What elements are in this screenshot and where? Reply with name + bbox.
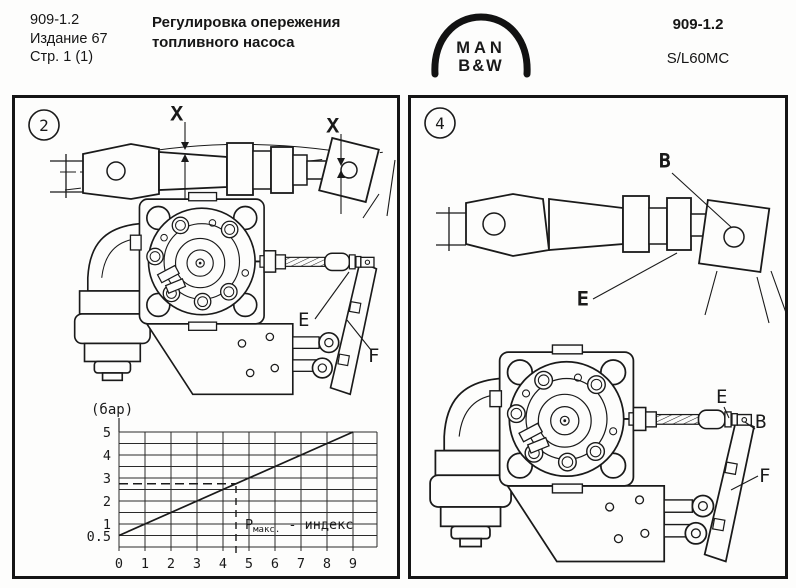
x-tick: 2 — [167, 556, 175, 572]
y-tick: 2 — [103, 494, 111, 510]
y-tick: 5 — [103, 425, 111, 441]
figure-2-drawing: 2 X — [28, 103, 396, 572]
header-right-block: 909-1.2 S/L60MC — [638, 16, 758, 67]
part-label-b-top: B — [659, 150, 670, 172]
figure-4-drawing: 4 B E — [424, 107, 790, 563]
fuel-pump-drawing — [429, 343, 756, 563]
logo-arc-icon — [431, 13, 531, 78]
linkage-rod-drawing: X X — [50, 103, 396, 219]
fuel-pump-drawing — [73, 191, 378, 396]
engine-type: S/L60MC — [666, 50, 730, 67]
x-tick: 1 — [141, 556, 149, 572]
y-tick: 4 — [103, 448, 111, 464]
page-title-line1: Регулировка опережения — [152, 14, 341, 31]
x-tick: 6 — [271, 556, 279, 572]
logo-text-bw: B&W — [458, 57, 503, 75]
chart-annotation: Pмакс. - индекс — [245, 517, 353, 535]
figure-number-2: 2 — [39, 116, 49, 135]
page-indicator: Стр. 1 (1) — [30, 49, 94, 65]
figure-number-badge-4: 4 — [424, 107, 456, 139]
figure-panel-4: 4 B E — [408, 95, 790, 579]
page-title-line2: топливного насоса — [152, 33, 295, 51]
figure-number-badge-2: 2 — [28, 109, 60, 141]
header-left-block: 909-1.2 Издание 67 Стр. 1 (1) — [30, 11, 108, 67]
x-tick: 0 — [115, 556, 123, 572]
figure-number-4: 4 — [435, 114, 445, 133]
part-label-e-top: E — [577, 288, 588, 310]
part-label-b: B — [755, 411, 766, 433]
dim-label-x2: X — [327, 115, 339, 137]
page-title: Регулировка опережения топливного насоса — [152, 13, 340, 52]
part-labels-2: E F — [298, 271, 379, 367]
chart-x-ticks: 0 1 2 3 4 5 6 7 8 9 — [115, 556, 357, 572]
x-tick: 8 — [323, 556, 331, 572]
part-label-e: E — [716, 386, 727, 408]
chart-grid-vertical — [118, 432, 378, 551]
y-tick: 1 — [103, 517, 111, 533]
doc-number: 909-1.2 — [30, 12, 80, 28]
part-label-f: F — [759, 465, 770, 487]
x-tick: 3 — [193, 556, 201, 572]
part-label-f: F — [368, 345, 379, 367]
y-tick: 0.5 — [87, 529, 111, 545]
doc-number-right: 909-1.2 — [672, 16, 724, 33]
x-tick: 9 — [349, 556, 357, 572]
y-tick: 3 — [103, 471, 111, 487]
logo-text-man: MAN — [456, 39, 506, 57]
regulating-rod-drawing: B E — [436, 150, 790, 324]
x-tick: 5 — [245, 556, 253, 572]
chart-y-axis-label: (бар) — [91, 402, 133, 418]
dim-label-x1: X — [171, 103, 183, 125]
figure-panel-2: 2 X — [12, 95, 400, 579]
man-bw-logo: MAN B&W — [431, 13, 531, 78]
edition-label: Издание 67 — [30, 30, 108, 47]
x-tick: 7 — [297, 556, 305, 572]
x-tick: 4 — [219, 556, 227, 572]
part-labels-4: E B F — [716, 386, 770, 491]
chart-y-ticks: 5 4 3 2 1 0.5 — [87, 425, 111, 545]
part-label-e: E — [298, 309, 309, 331]
pmax-index-chart: (бар) 5 4 3 2 1 0.5 0 1 2 — [87, 402, 378, 572]
